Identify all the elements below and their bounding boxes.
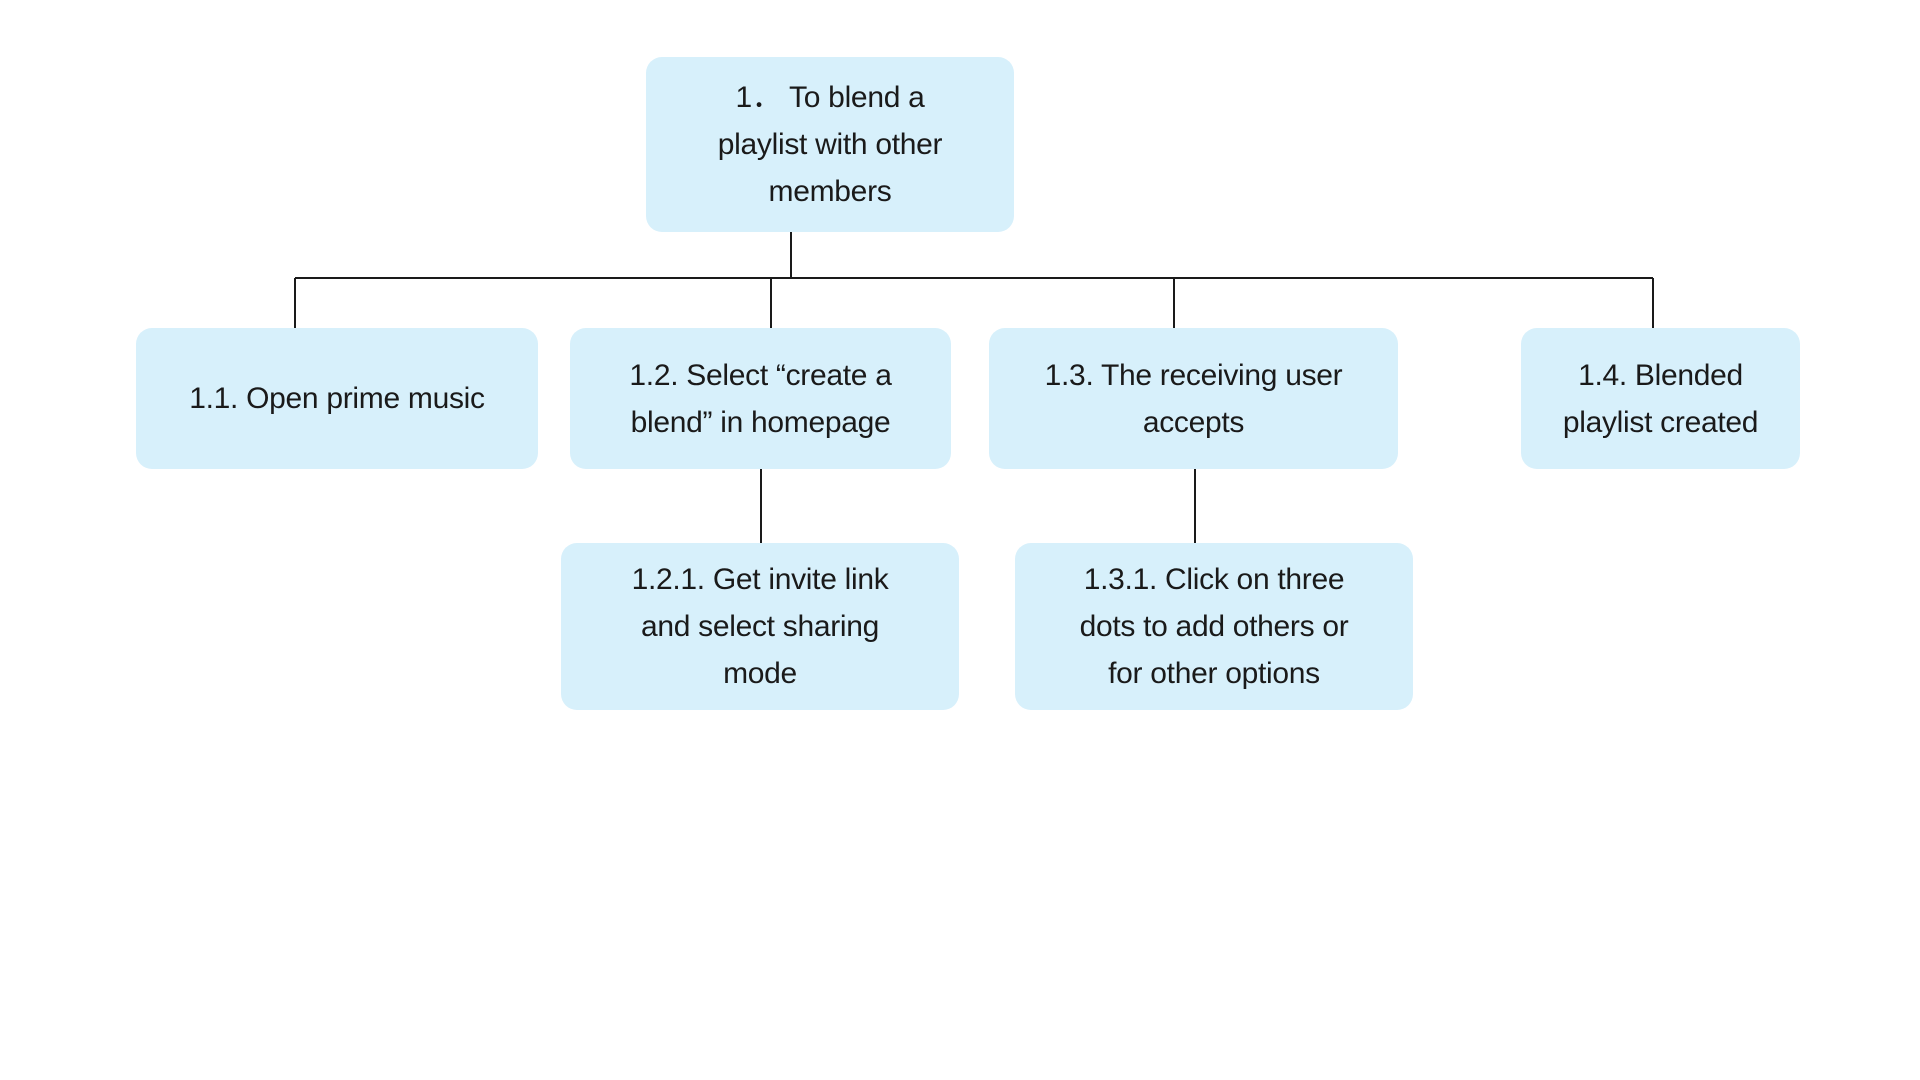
node-1-3-label: 1.3. The receiving user accepts: [1044, 358, 1343, 439]
node-1-2: 1.2. Select “create a blend” in homepage: [570, 328, 951, 469]
node-1-4-label: 1.4. Blended playlist created: [1562, 358, 1759, 439]
node-1-3-1: 1.3.1. Click on three dots to add others…: [1015, 543, 1413, 710]
node-1-2-1: 1.2.1. Get invite link and select sharin…: [561, 543, 959, 710]
node-1-2-label: 1.2. Select “create a blend” in homepage: [629, 358, 892, 439]
node-1-1: 1.1. Open prime music: [136, 328, 538, 469]
node-1-4: 1.4. Blended playlist created: [1521, 328, 1800, 469]
node-root: 1． To blend a playlist with other member…: [646, 57, 1014, 232]
node-root-label: 1． To blend a playlist with other member…: [717, 81, 943, 208]
node-1-1-label: 1.1. Open prime music: [189, 382, 485, 415]
node-1-3: 1.3. The receiving user accepts: [989, 328, 1398, 469]
node-1-3-1-label: 1.3.1. Click on three dots to add others…: [1079, 563, 1349, 690]
node-1-2-1-label: 1.2.1. Get invite link and select sharin…: [631, 563, 889, 690]
